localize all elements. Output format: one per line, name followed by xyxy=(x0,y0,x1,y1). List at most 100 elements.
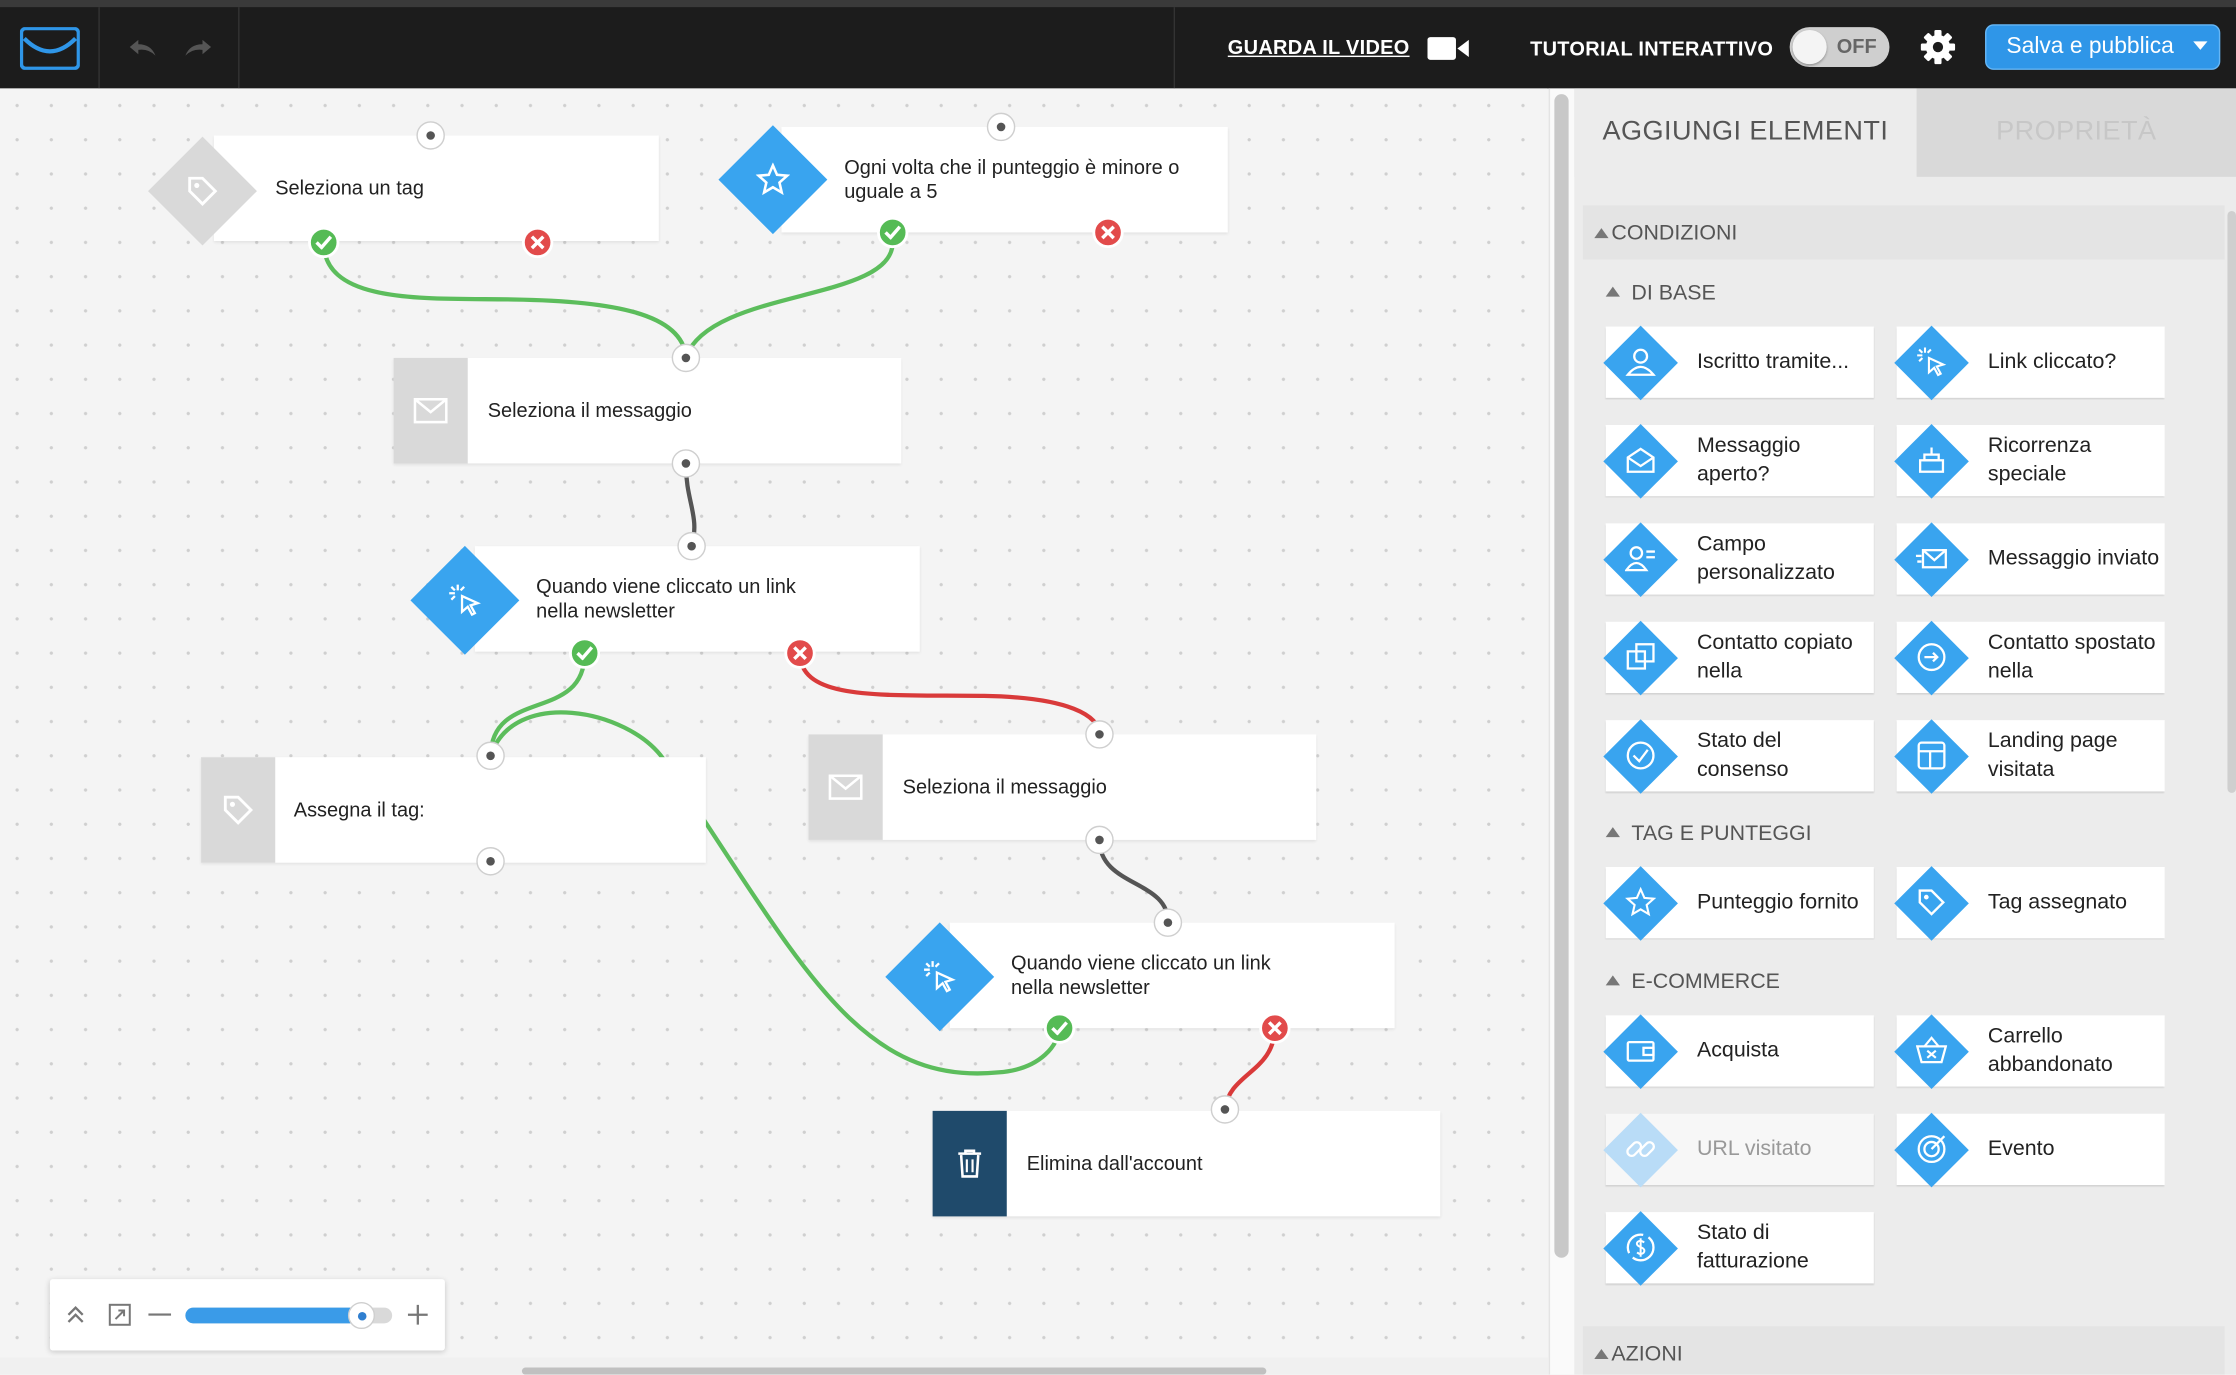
zoom-controls xyxy=(49,1279,445,1351)
item-diamond xyxy=(1894,522,1969,598)
undo-icon[interactable] xyxy=(127,36,158,59)
yes-output[interactable] xyxy=(568,637,601,669)
triangle-up-icon xyxy=(1605,286,1620,297)
element-link-clicked[interactable]: Link cliccato? xyxy=(1894,325,2165,401)
input-port[interactable] xyxy=(986,112,1016,142)
no-output[interactable] xyxy=(1092,216,1124,249)
panel-scrollbar[interactable] xyxy=(2227,211,2236,793)
element-consent-status[interactable]: Stato del consenso xyxy=(1603,719,1874,794)
zoom-out-icon[interactable] xyxy=(148,1313,172,1316)
output-port[interactable] xyxy=(1085,825,1114,855)
connector-click-yes-to-tag xyxy=(488,653,587,756)
tab-properties[interactable]: PROPRIETÀ xyxy=(1916,88,2236,177)
element-url-visited[interactable]: URL visitato xyxy=(1603,1112,1874,1188)
subsection-ecommerce[interactable]: E-COMMERCE xyxy=(1605,970,1780,994)
collapse-up-icon[interactable] xyxy=(64,1303,87,1326)
item-label: Evento xyxy=(1987,1136,2055,1161)
cake-icon xyxy=(1918,447,1945,473)
no-output[interactable] xyxy=(1259,1012,1291,1044)
input-port[interactable] xyxy=(1085,720,1114,749)
element-landing-page-visited[interactable]: Landing page visitata xyxy=(1894,719,2165,794)
element-contact-moved[interactable]: Contatto spostato nella xyxy=(1894,620,2165,696)
element-message-sent[interactable]: Messaggio inviato xyxy=(1894,522,2165,598)
node-assign-tag-action[interactable]: Assegna il tag: xyxy=(201,757,706,863)
no-output[interactable] xyxy=(521,226,554,259)
item-label: Ricorrenza speciale xyxy=(1987,433,2092,487)
output-port[interactable] xyxy=(476,847,505,876)
input-port[interactable] xyxy=(416,121,445,150)
publish-label: Salva e pubblica xyxy=(2006,34,2174,59)
no-output[interactable] xyxy=(784,637,816,669)
item-diamond xyxy=(1603,1014,1678,1089)
element-event[interactable]: Evento xyxy=(1894,1112,2165,1188)
element-contact-copied[interactable]: Contatto copiato nella xyxy=(1603,620,1874,696)
node-message-condition-2[interactable]: Seleziona il messaggio xyxy=(808,734,1317,840)
yes-output[interactable] xyxy=(308,226,340,259)
yes-output[interactable] xyxy=(1043,1012,1076,1044)
connector-click-yes-loop xyxy=(488,710,1062,1076)
connector-tag-to-message xyxy=(321,242,689,357)
subsection-base[interactable]: DI BASE xyxy=(1605,281,1716,305)
item-diamond xyxy=(1894,1112,1969,1188)
node-message-condition-1[interactable]: Seleziona il messaggio xyxy=(393,357,902,464)
star-icon xyxy=(755,162,791,196)
element-tag-assigned[interactable]: Tag assegnato xyxy=(1894,866,2165,941)
close-icon xyxy=(1101,225,1115,240)
input-port[interactable] xyxy=(1210,1095,1240,1124)
item-label: Carrello abbandonato xyxy=(1987,1023,2113,1077)
gear-icon[interactable] xyxy=(1919,29,1956,66)
element-subscribed-via[interactable]: Iscritto tramite... xyxy=(1603,325,1874,401)
wallet-icon xyxy=(1626,1040,1655,1062)
workflow-canvas[interactable]: Seleziona un tag Ogni volta che il punte… xyxy=(0,88,1548,1358)
zoom-slider[interactable] xyxy=(185,1301,393,1330)
fit-screen-icon[interactable] xyxy=(108,1303,131,1326)
output-port[interactable] xyxy=(671,449,701,478)
section-conditions[interactable]: CONDIZIONI xyxy=(1582,205,2225,260)
video-camera-icon[interactable] xyxy=(1427,36,1470,62)
element-special-occasion[interactable]: Ricorrenza speciale xyxy=(1894,424,2165,499)
zoom-slider-handle[interactable] xyxy=(348,1301,376,1330)
send-envelope-icon xyxy=(1915,549,1947,569)
input-port[interactable] xyxy=(671,343,701,373)
scroll-thumb[interactable] xyxy=(521,1367,1267,1375)
node-tag-condition[interactable]: Seleziona un tag xyxy=(213,135,659,241)
element-message-opened[interactable]: Messaggio aperto? xyxy=(1603,424,1874,499)
element-custom-field[interactable]: Campo personalizzato xyxy=(1603,522,1874,598)
section-actions[interactable]: AZIONI xyxy=(1582,1326,2225,1375)
yes-output[interactable] xyxy=(877,216,909,249)
node-link-click-2[interactable]: Quando viene cliccato un link nella news… xyxy=(949,922,1395,1029)
item-diamond xyxy=(1603,866,1678,941)
node-link-click-1[interactable]: Quando viene cliccato un link nella news… xyxy=(474,546,920,652)
element-billing-status[interactable]: Stato di fatturazione xyxy=(1603,1211,1874,1286)
toggle-knob xyxy=(1792,29,1827,65)
scroll-thumb[interactable] xyxy=(1554,94,1569,1258)
item-diamond xyxy=(1603,1112,1678,1188)
element-score-given[interactable]: Punteggio fornito xyxy=(1603,866,1874,941)
tab-add-elements[interactable]: AGGIUNGI ELEMENTI xyxy=(1574,88,1917,177)
tag-icon xyxy=(223,795,253,825)
zoom-in-icon[interactable] xyxy=(407,1304,428,1325)
element-abandoned-cart[interactable]: Carrello abbandonato xyxy=(1894,1014,2165,1089)
tag-diamond xyxy=(148,136,257,246)
input-port[interactable] xyxy=(476,741,505,771)
save-publish-button[interactable]: Salva e pubblica xyxy=(1985,24,2221,70)
canvas-vertical-scrollbar[interactable] xyxy=(1548,88,1575,1375)
redo-icon[interactable] xyxy=(183,36,214,59)
watch-video-link[interactable]: GUARDA IL VIDEO xyxy=(1227,35,1410,59)
subsection-tags-scores[interactable]: TAG E PUNTEGGI xyxy=(1605,821,1812,846)
element-purchase[interactable]: Acquista xyxy=(1603,1014,1874,1089)
copy-icon xyxy=(1626,643,1655,670)
input-port[interactable] xyxy=(677,531,706,561)
basket-icon xyxy=(1915,1036,1948,1064)
input-port[interactable] xyxy=(1153,908,1183,937)
item-label: Campo personalizzato xyxy=(1696,531,1835,585)
canvas-horizontal-scrollbar[interactable] xyxy=(0,1357,1549,1375)
node-delete-action[interactable]: Elimina dall'account xyxy=(932,1110,1441,1217)
app-logo[interactable] xyxy=(0,7,100,89)
subsection-title: TAG E PUNTEGGI xyxy=(1631,821,1812,846)
item-diamond xyxy=(1894,424,1969,499)
node-score-condition[interactable]: Ogni volta che il punteggio è minore o u… xyxy=(781,126,1228,233)
tutorial-toggle[interactable]: OFF xyxy=(1789,27,1890,68)
user-field-icon xyxy=(1624,546,1655,572)
